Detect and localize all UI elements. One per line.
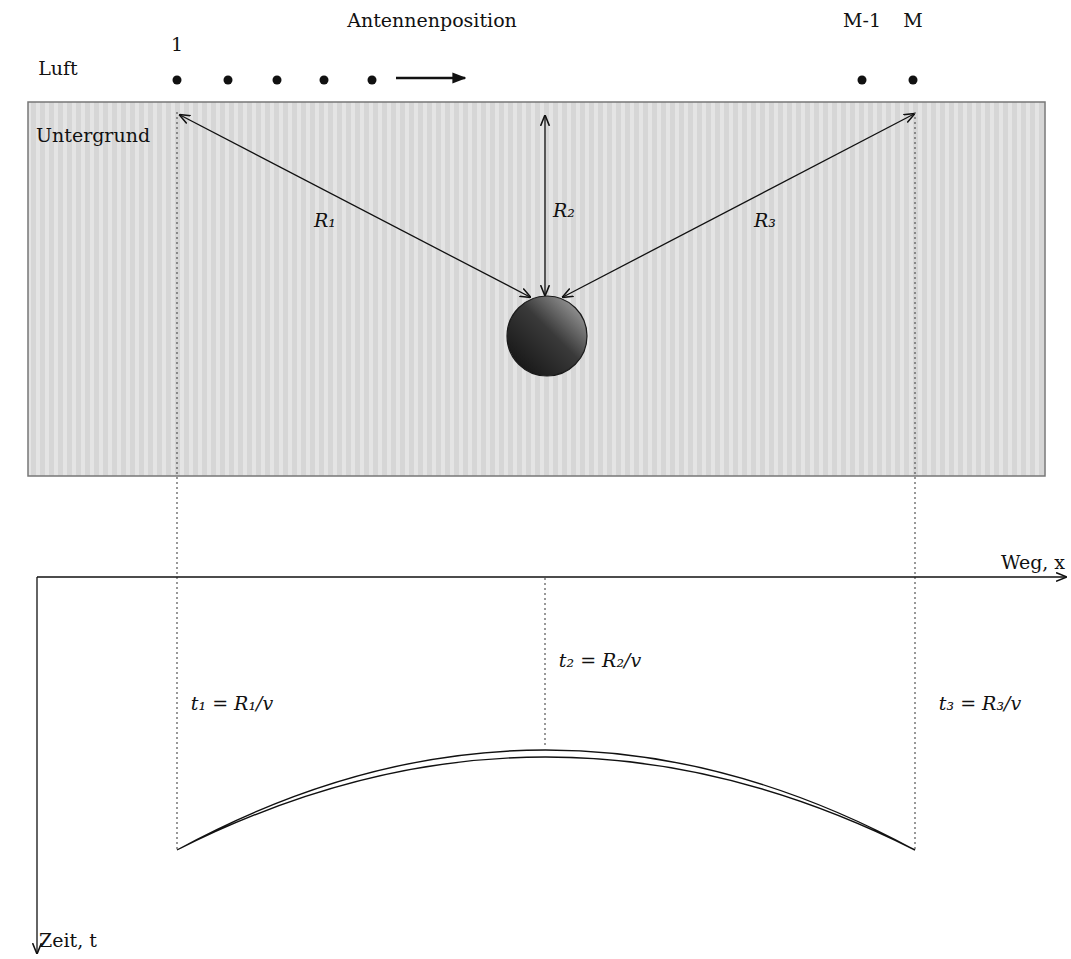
time-formula: t₁ = R₁/v — [188, 692, 276, 715]
distance-label: R₁ — [314, 209, 336, 232]
axis-label: Weg, x — [1001, 551, 1065, 574]
distance-label: R₂ — [553, 199, 575, 222]
x-axis — [37, 576, 1066, 577]
position-number: M-1 — [843, 9, 881, 32]
subsurface-band: Untergrund — [28, 102, 1045, 476]
antenna-dots — [173, 76, 918, 85]
time-formula: t₂ = R₂/v — [556, 649, 644, 672]
axis-title: Antennenposition — [347, 9, 517, 32]
t-axis — [36, 577, 37, 953]
buried-object — [507, 296, 587, 376]
reflection-hyperbola — [177, 750, 915, 850]
band-label: Untergrund — [36, 124, 150, 146]
direction-arrow — [396, 77, 465, 80]
guide-lines — [177, 112, 915, 850]
axis-label: Zeit, t — [39, 929, 97, 952]
subsurface-fill — [28, 102, 1045, 476]
position-number: M — [903, 9, 922, 32]
medium-label: Luft — [38, 57, 78, 80]
time-formula: t₃ = R₃/v — [936, 692, 1024, 715]
distance-label: R₃ — [754, 209, 776, 232]
position-number: 1 — [171, 33, 183, 56]
ray-arrows — [180, 114, 914, 297]
